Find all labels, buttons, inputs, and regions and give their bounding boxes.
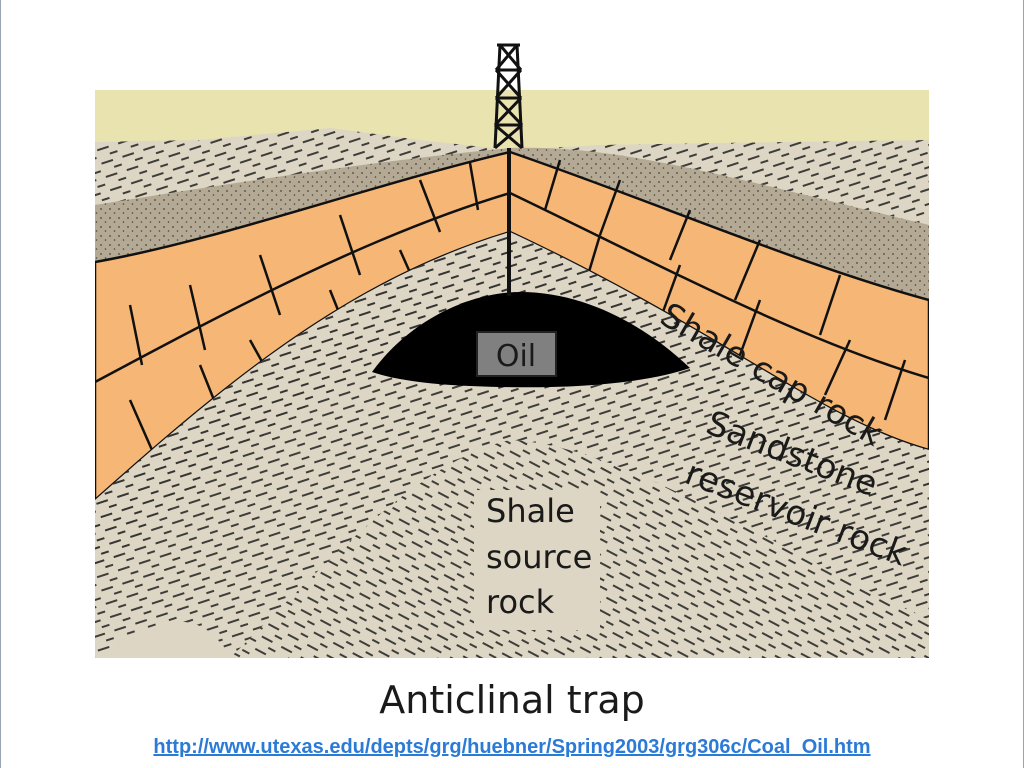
source-url-link[interactable]: http://www.utexas.edu/depts/grg/huebner/… [153,736,871,758]
shale-source-label-line1: Shale [486,492,575,530]
diagram-caption: Anticlinal trap [379,678,645,722]
oil-label-box [476,331,557,377]
oil-label: Oil [496,339,536,374]
slide-left-border [0,0,1,768]
shale-source-label-line3: rock [486,583,555,621]
drilling-derrick-icon [493,43,524,150]
shale-source-label-line2: source [486,538,592,576]
